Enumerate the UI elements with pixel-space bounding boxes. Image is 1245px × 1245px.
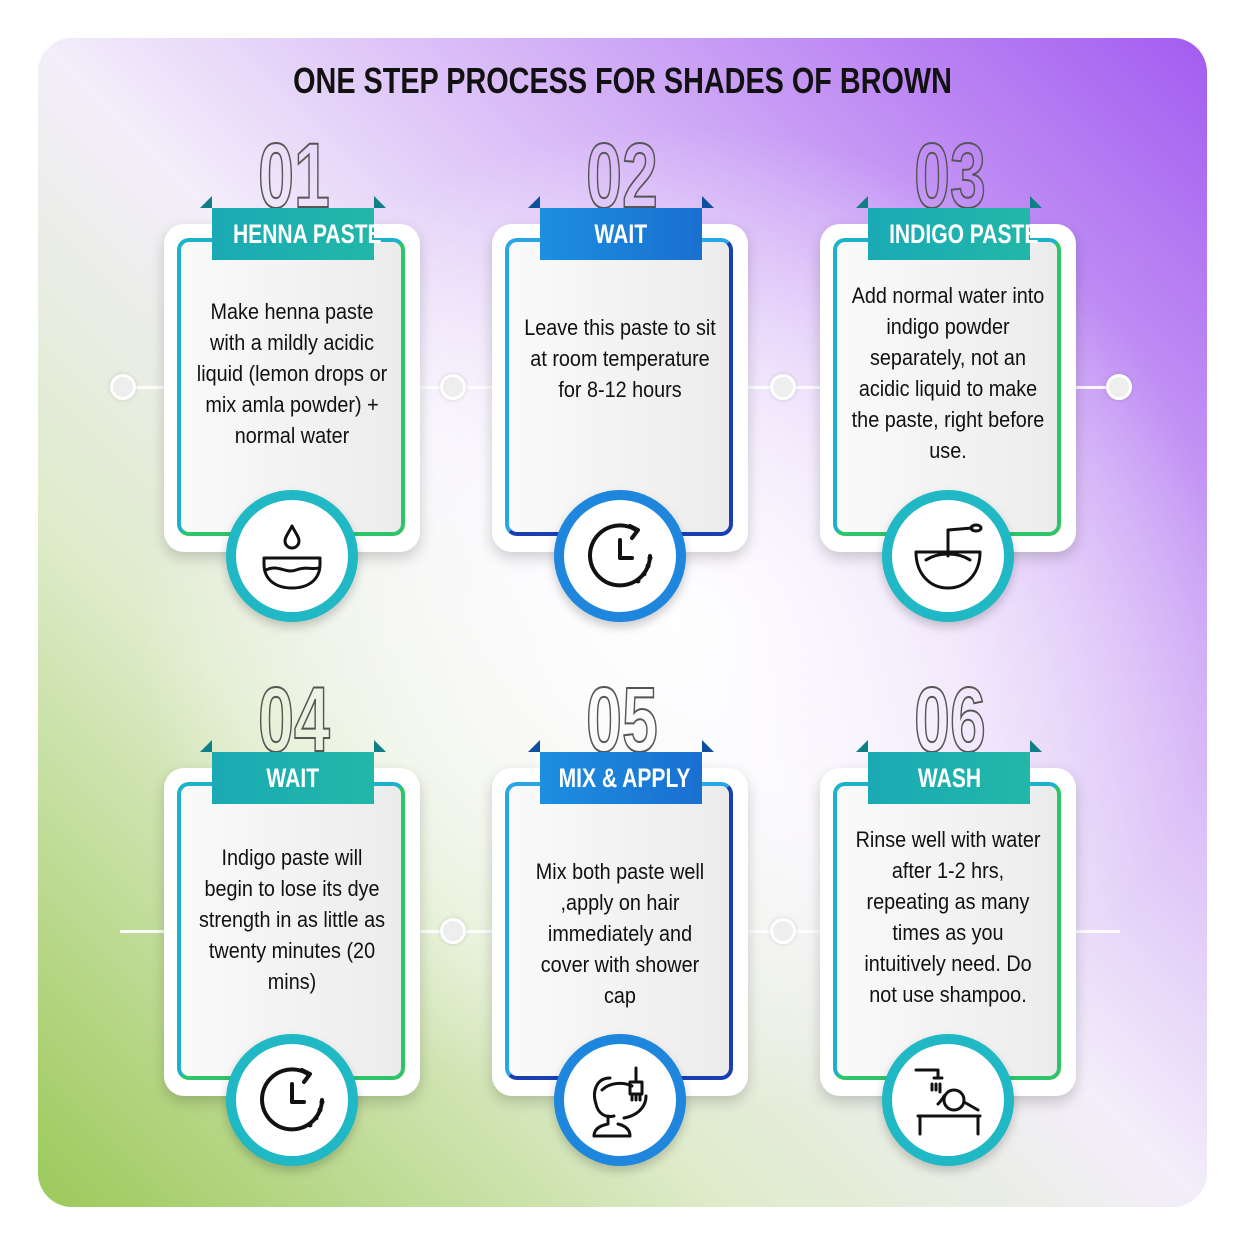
clock-icon <box>588 523 653 588</box>
step-description: Leave this paste to sit at room temperat… <box>524 315 716 402</box>
step-card-4: 04 WAIT Indigo paste will begin to lose … <box>164 669 424 1166</box>
card-border <box>177 238 405 536</box>
mixing-bowl-icon <box>914 523 983 590</box>
step-label: WAIT <box>594 219 648 249</box>
icon-circle <box>882 490 1014 622</box>
connector-dot <box>440 374 466 400</box>
connector-dot <box>440 918 466 944</box>
card-border <box>505 782 733 1080</box>
step-card-3: 03 INDIGO PASTE Add normal water into in… <box>820 125 1080 622</box>
step-description: Rinse well with water after 1-2 hrs, rep… <box>855 827 1041 1007</box>
card-border <box>505 238 733 536</box>
page-title: ONE STEP PROCESS FOR SHADES OF BROWN <box>293 60 952 101</box>
step-label-ribbon: INDIGO PASTE <box>856 196 1042 260</box>
step-number: 04 <box>257 669 330 771</box>
step-label: HENNA PASTE <box>232 219 382 249</box>
clock-icon <box>260 1067 325 1132</box>
step-label: WASH <box>917 763 981 793</box>
step-description: Indigo paste will begin to lose its dye … <box>198 845 385 994</box>
step-label-ribbon: WASH <box>856 740 1042 804</box>
step-label-ribbon: MIX & APPLY <box>528 740 714 804</box>
step-card-5: 05 MIX & APPLY Mix both paste well ,appl… <box>492 669 752 1166</box>
icon-circle <box>226 490 358 622</box>
icon-circle <box>554 490 686 622</box>
step-card-1: 01 HENNA PASTE Make henna paste with a m… <box>164 125 424 622</box>
card-border <box>177 782 405 1080</box>
step-description: Make henna paste with a mildly acidic li… <box>196 299 388 448</box>
step-number: 01 <box>257 125 330 227</box>
step-label: WAIT <box>266 763 320 793</box>
step-description: Mix both paste well ,apply on hair immed… <box>535 859 705 1008</box>
step-label-ribbon: HENNA PASTE <box>200 196 386 260</box>
connector-dot <box>110 374 136 400</box>
step-label-ribbon: WAIT <box>200 740 386 804</box>
hair-wash-icon <box>914 1068 982 1136</box>
step-number: 06 <box>913 669 986 771</box>
step-number: 05 <box>585 669 658 771</box>
step-card-2: 02 WAIT Leave this paste to sit at room … <box>492 125 752 622</box>
step-label: INDIGO PASTE <box>889 219 1039 249</box>
step-description: Add normal water into indigo powder sepa… <box>851 283 1045 463</box>
icon-circle <box>882 1034 1014 1166</box>
connector-dot <box>1106 374 1132 400</box>
icon-circle <box>226 1034 358 1166</box>
card-border <box>833 782 1061 1080</box>
connector-dot <box>770 918 796 944</box>
step-label: MIX & APPLY <box>558 763 691 793</box>
step-label-ribbon: WAIT <box>528 196 714 260</box>
step-number: 03 <box>913 125 986 227</box>
icon-circle <box>554 1034 686 1166</box>
water-bowl-icon <box>262 524 322 590</box>
step-card-6: 06 WASH Rinse well with water after 1-2 … <box>820 669 1080 1166</box>
hair-dye-brush-icon <box>592 1066 648 1138</box>
connector-dot <box>770 374 796 400</box>
step-number: 02 <box>585 125 658 227</box>
